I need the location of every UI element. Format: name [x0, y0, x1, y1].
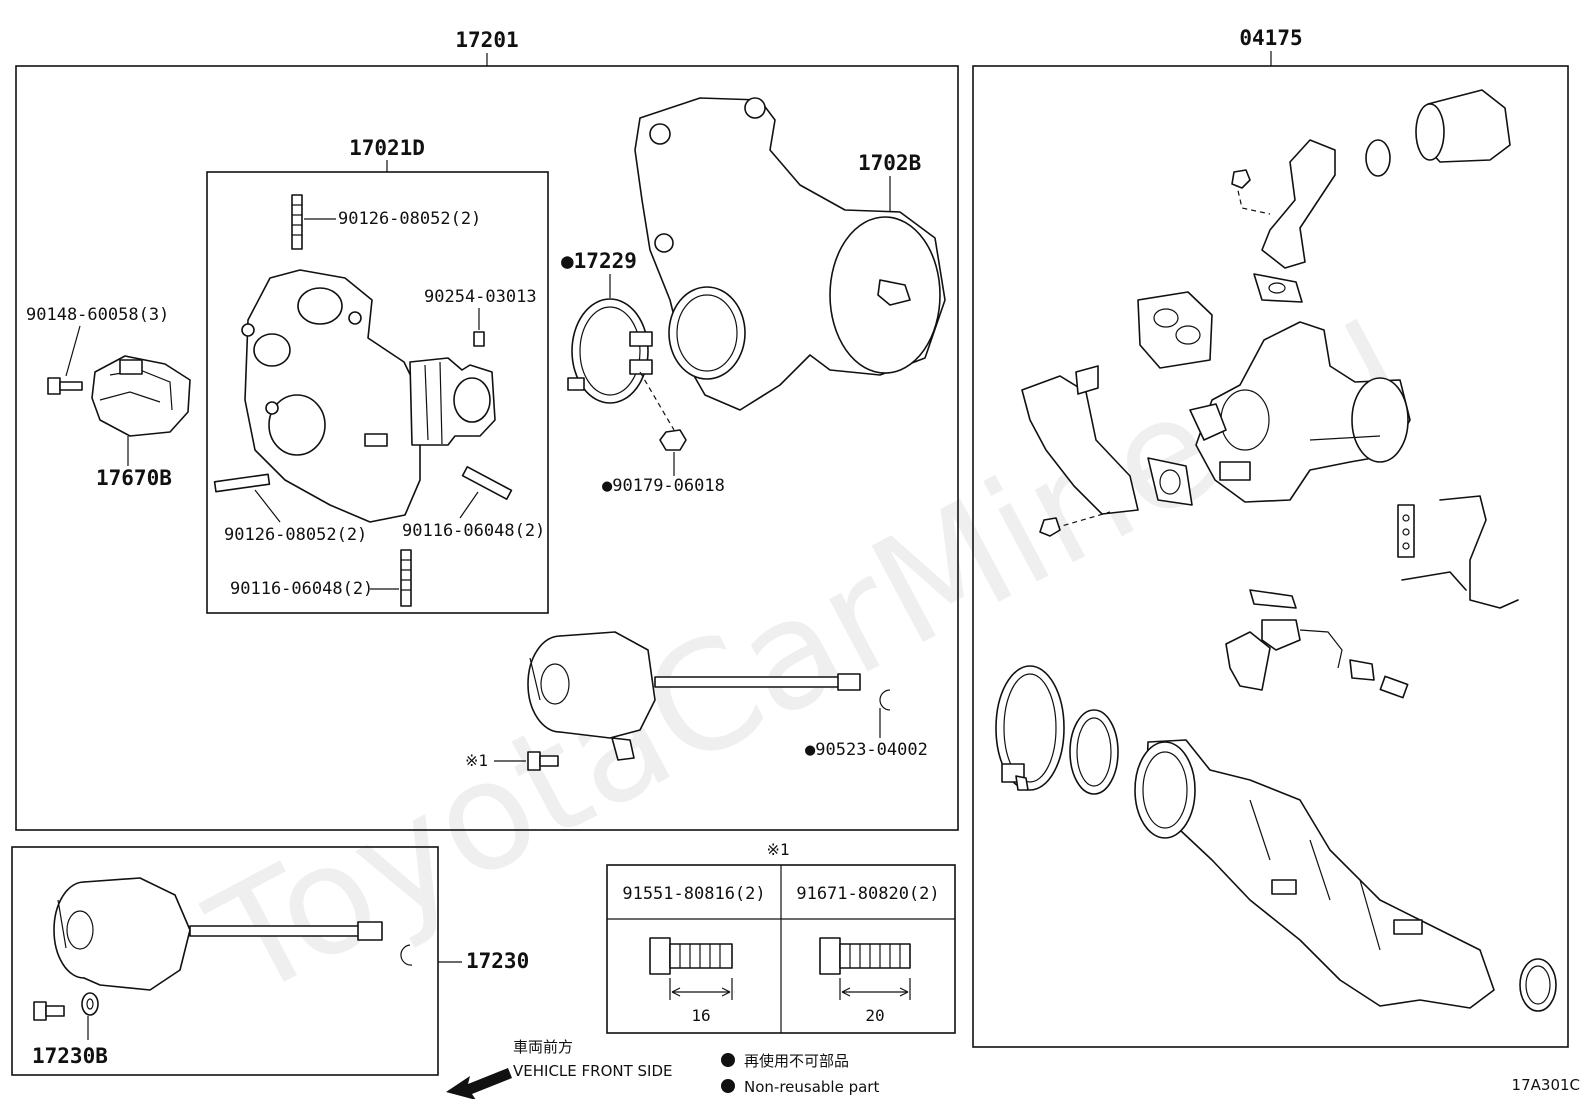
clip-90523-04002-drawing — [879, 689, 891, 711]
part-label-90148-60058: 90148-60058(3) — [26, 305, 169, 325]
compressor-wheel-drawing — [409, 357, 496, 446]
bolt-table-col1-dimension: 16 — [691, 1006, 710, 1025]
direction-jp: 車両前方 — [513, 1038, 573, 1056]
part-label-90126-08052-top: 90126-08052(2) — [338, 209, 481, 229]
catalytic-converter-drawing — [1134, 739, 1495, 1009]
turbo-assy-drawing — [1189, 321, 1411, 503]
bolt-table-col2-dimension: 20 — [865, 1006, 884, 1025]
part-label-90116-06048-bottom: 90116-06048(2) — [230, 579, 373, 599]
outlet-gasket-drawing — [1147, 457, 1193, 506]
group-17021D-label: 17021D — [349, 136, 425, 160]
gasket-small-drawing — [1253, 273, 1303, 303]
oil-fittings-drawing — [1225, 589, 1409, 699]
part-label-17229: ●17229 — [561, 249, 637, 273]
oil-pipe-bracket-drawing — [1397, 495, 1519, 609]
pin-90254-03013-drawing — [473, 331, 485, 347]
heat-insulator-17670B-drawing — [91, 355, 191, 437]
cartridge-frame — [206, 171, 549, 614]
actuator-kit-17230-drawing — [53, 877, 413, 991]
diagram-code: 17A301C — [1512, 1076, 1580, 1094]
bolt-91671-80820-drawing — [819, 937, 911, 1000]
bolt-table-col1-part: 91551-80816(2) — [622, 884, 765, 904]
bolt-table-col2-part: 91671-80820(2) — [796, 884, 939, 904]
washer-17230B-drawing — [81, 992, 99, 1016]
part-label-1702B: 1702B — [858, 151, 921, 175]
part-label-17229-number: 17229 — [574, 249, 637, 273]
stud-90126-08052-bottom-drawing — [213, 473, 271, 493]
front-arrow-icon — [446, 1068, 512, 1099]
part-label-17230B: 17230B — [32, 1044, 108, 1068]
group-04175-label: 04175 — [1239, 26, 1302, 50]
part-label-90523-04002: ●90523-04002 — [805, 740, 928, 760]
bolt-table: ※1 91551-80816(2) 91671-80820(2) 16 20 — [606, 840, 956, 1034]
actuator-kit-bolt-drawing — [33, 1001, 65, 1021]
compressor-housing-1702B-drawing — [634, 97, 946, 411]
group-04175-header: 04175 — [1239, 26, 1303, 66]
group-17201-label: 17201 — [455, 28, 518, 52]
stud-90116-06048-bottom-drawing — [400, 549, 412, 607]
legend-jp: 再使用不可部品 — [744, 1052, 849, 1070]
manifold-gasket-drawing — [1137, 291, 1213, 369]
vehicle-front-indicator: 車両前方 VEHICLE FRONT SIDE — [446, 1038, 673, 1099]
part-label-17230: 17230 — [466, 949, 529, 973]
bolt-90148-60058-drawing — [47, 377, 83, 395]
turbine-housing-drawing — [241, 269, 421, 523]
non-reusable-mark-90179-06018: ● — [602, 476, 613, 496]
actuator-kit-frame — [11, 846, 439, 1076]
direction-en: VEHICLE FRONT SIDE — [513, 1062, 673, 1080]
non-reusable-dot-icon — [721, 1053, 735, 1067]
group-17021D-header: 17021D — [349, 136, 425, 172]
non-reusable-mark-17229: ● — [561, 249, 574, 273]
clamp-17229-drawing — [567, 298, 653, 404]
outlet-elbow-drawing — [1021, 365, 1139, 537]
non-reusable-mark-90523-04002: ● — [805, 740, 816, 760]
exhaust-gasket-ring-drawing — [1069, 709, 1119, 795]
part-label-90126-08052-bottom: 90126-08052(2) — [224, 525, 367, 545]
exhaust-clamp-drawing — [995, 665, 1065, 791]
stud-90116-06048-right-drawing — [461, 466, 513, 500]
water-pipe-drawing — [1231, 139, 1336, 269]
note-ref-bolt: ※1 — [465, 751, 488, 770]
tail-gasket-drawing — [1519, 958, 1557, 1012]
wastegate-actuator-drawing — [527, 631, 861, 761]
part-label-90523-04002-number: 90523-04002 — [815, 740, 928, 760]
legend-en: Non-reusable part — [744, 1078, 879, 1096]
part-label-17670B: 17670B — [96, 466, 172, 490]
part-label-90179-06018-number: 90179-06018 — [612, 476, 725, 496]
actuator-bolt-drawing — [527, 751, 559, 771]
group-17201-header: 17201 — [455, 28, 519, 66]
stud-90126-08052-top-drawing — [291, 194, 303, 250]
bolt-table-title: ※1 — [766, 840, 789, 859]
part-label-90254-03013: 90254-03013 — [424, 287, 537, 307]
part-label-90116-06048-right: 90116-06048(2) — [402, 521, 545, 541]
bolt-91551-80816-drawing — [649, 937, 733, 1000]
part-label-90179-06018: ●90179-06018 — [602, 476, 725, 496]
legend: 再使用不可部品 Non-reusable part — [721, 1052, 879, 1096]
air-inlet-pipe-drawing — [1365, 89, 1511, 177]
non-reusable-dot-icon-2 — [721, 1079, 735, 1093]
nut-90179-06018-drawing — [659, 429, 687, 451]
